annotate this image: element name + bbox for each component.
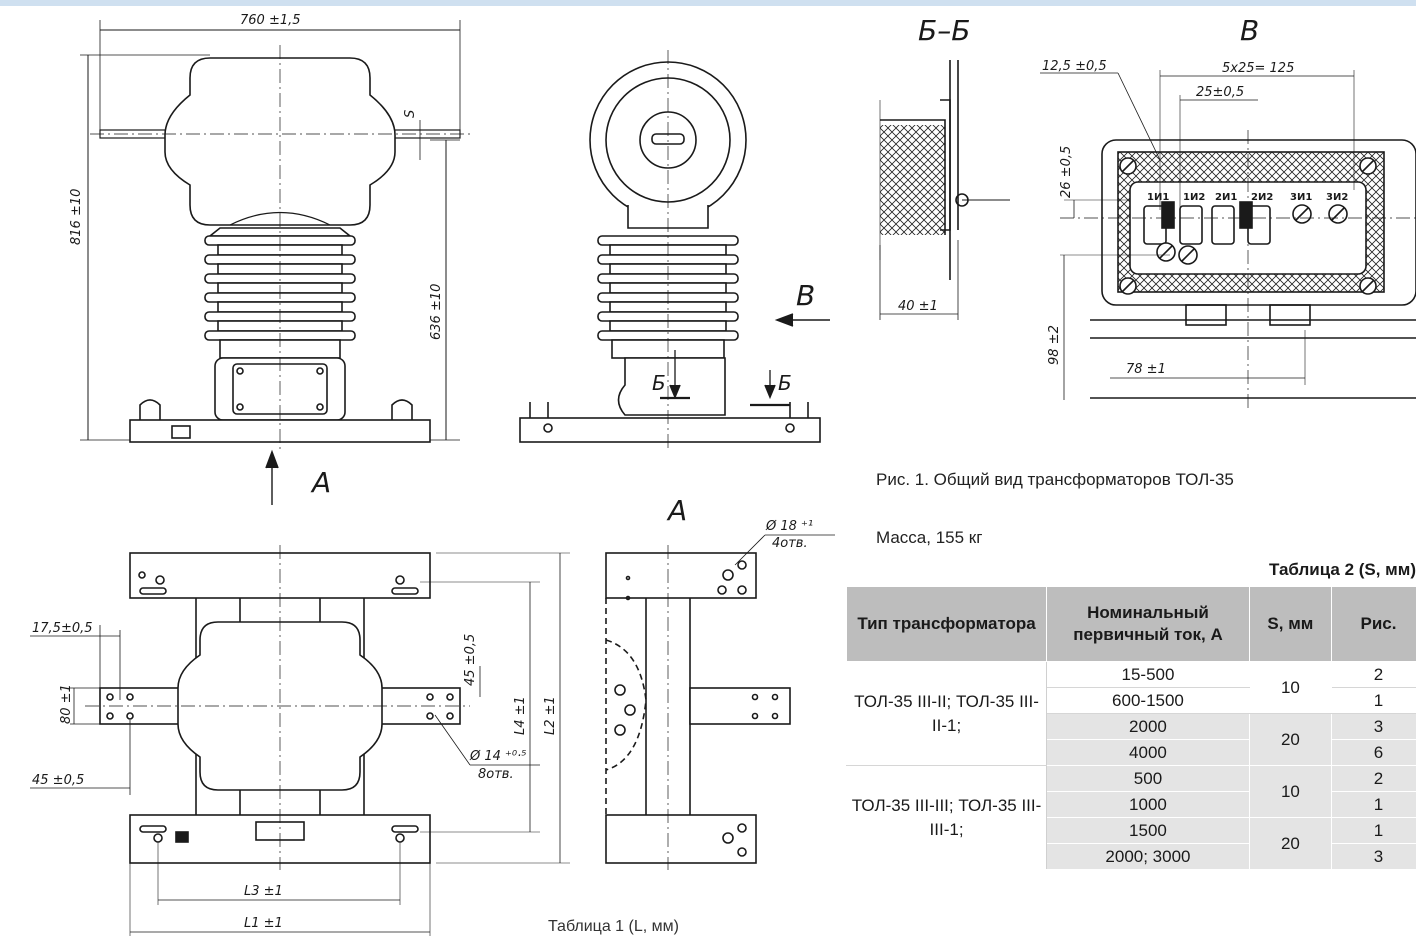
current-cell: 2000; 3000 [1046,843,1250,870]
view-v-title: B [1240,14,1259,47]
dim-26: 26 ±0,5 [1059,146,1074,198]
dim-25: 25±0,5 [1196,85,1244,100]
current-cell: 1500 [1046,817,1250,844]
dim-40: 40 ±1 [898,299,938,314]
dim-12-5: 12,5 ±0,5 [1042,59,1107,74]
mass-label: Масса, 155 кг [876,528,983,547]
header-s: S, мм [1248,586,1332,662]
table-row: 1000 1 [847,791,1416,818]
header-current: Номинальный первичный ток, А [1046,586,1250,662]
table-row: 600-1500 1 [847,687,1416,714]
dim-8-holes: 8отв. [478,767,514,782]
terminal-3i2: 3И2 [1326,192,1348,203]
terminal-1i1: 1И1 [1147,192,1169,203]
dim-phi14: Ø 14 ⁺⁰·⁵ [469,749,526,764]
type-cell: ТОЛ-35 III-II; ТОЛ-35 III-II-1; [845,661,1048,766]
table-row: 4000 6 [847,739,1416,766]
top-bar [0,0,1416,6]
terminal-2i2: 2И2 [1251,192,1273,203]
fig-cell: 1 [1330,817,1416,844]
header-type: Тип трансформатора [845,586,1048,662]
view-a-label-2: A [666,494,687,527]
type-cell: ТОЛ-35 III-III; ТОЛ-35 III-III-1; [845,765,1048,870]
s-cell: 10 [1248,765,1332,818]
table-title: Таблица 2 (S, мм) [1268,560,1416,579]
dim-45-right: 45 ±0,5 [463,634,478,686]
section-bb-view [879,60,1010,320]
dimension-labels: 760 ±1,5 816 ±10 636 ±10 S A A B Б Б 17,… [32,13,1348,931]
spec-table: Тип трансформатора Номинальный первичный… [845,586,1416,870]
s-cell: 10 [1248,661,1332,714]
table-1-label: Таблица 1 (L, мм) [548,918,679,935]
table-row: 2000; 3000 3 [847,843,1416,870]
fig-cell: 1 [1330,687,1416,714]
dim-45-left: 45 ±0,5 [32,773,84,788]
current-cell: 2000 [1046,713,1250,740]
dim-phi18: Ø 18 ⁺¹ [765,519,813,534]
dim-l2: L2 ±1 [543,696,558,735]
terminal-box-view [1040,70,1416,410]
side-view [519,50,830,450]
view-a-label-1: A [310,466,331,499]
dim-98: 98 ±2 [1047,325,1062,365]
front-view [80,20,470,505]
terminal-2i1: 2И1 [1215,192,1237,203]
current-cell: 15-500 [1046,661,1250,688]
dim-816: 816 ±10 [69,189,84,245]
dim-5x25: 5x25= 125 [1222,61,1294,76]
table-row: ТОЛ-35 III-III; ТОЛ-35 III-III-1; 500 10… [845,765,1416,870]
s-cell: 20 [1248,713,1332,766]
dim-l4: L4 ±1 [513,696,528,735]
figure-caption: Рис. 1. Общий вид трансформаторов ТОЛ-35 [876,470,1234,489]
current-cell: 4000 [1046,739,1250,766]
top-view [30,545,570,936]
dim-636: 636 ±10 [429,284,444,340]
side-view-a [605,534,835,870]
fig-cell: 2 [1330,661,1416,688]
view-b-arrow-label: B [796,279,815,312]
fig-cell: 2 [1330,765,1416,792]
dim-4-holes: 4отв. [772,536,808,551]
dim-17-5: 17,5±0,5 [32,621,93,636]
current-cell: 1000 [1046,791,1250,818]
dim-l3: L3 ±1 [244,884,283,899]
s-cell: 20 [1248,817,1332,870]
dim-l1: L1 ±1 [244,916,283,931]
header-fig: Рис. [1330,586,1416,662]
dim-78: 78 ±1 [1126,362,1166,377]
table-row: ТОЛ-35 III-II; ТОЛ-35 III-II-1; 15-500 1… [845,661,1416,766]
terminal-3i1: 3И1 [1290,192,1312,203]
current-cell: 500 [1046,765,1250,792]
dim-760: 760 ±1,5 [240,13,301,28]
current-cell: 600-1500 [1046,687,1250,714]
dim-80: 80 ±1 [59,684,74,724]
fig-cell: 3 [1330,843,1416,870]
fig-cell: 6 [1330,739,1416,766]
section-label-1: Б [652,371,666,395]
terminal-1i2: 1И2 [1183,192,1205,203]
fig-cell: 1 [1330,791,1416,818]
section-label-2: Б [778,371,792,395]
table-row: 1500 20 1 [847,817,1416,870]
fig-cell: 3 [1330,713,1416,740]
dim-s: S [403,110,418,118]
section-bb-title: Б–Б [918,14,970,47]
